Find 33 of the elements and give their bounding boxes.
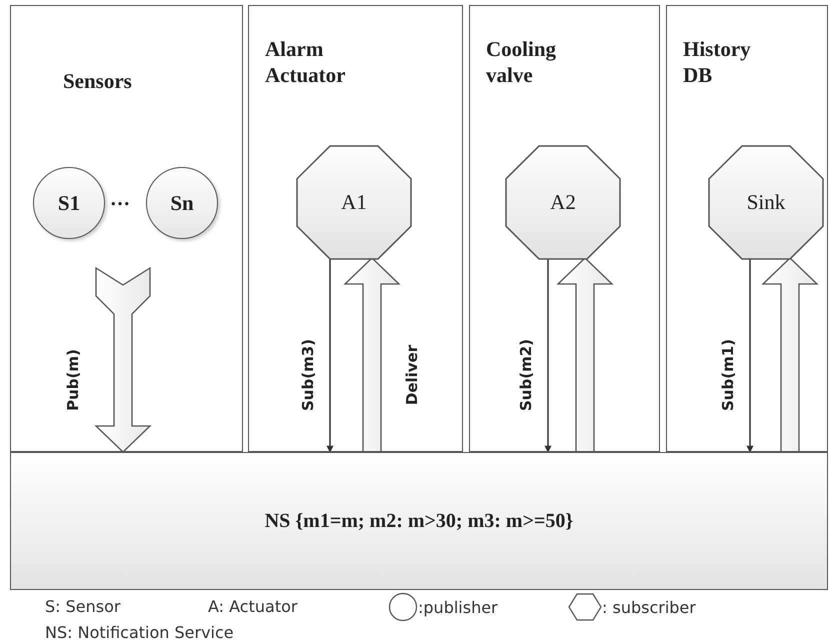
subscriber-octagon xyxy=(709,146,823,259)
service-label: NS {m1=m; m2: m>30; m3: m>=50} xyxy=(264,510,574,532)
column-panel xyxy=(469,5,660,452)
arrow xyxy=(746,258,754,453)
node-label: Sink xyxy=(746,190,786,215)
edge-label: Sub(m3) xyxy=(299,337,317,413)
arrow xyxy=(544,258,552,453)
block-arrow xyxy=(94,266,152,453)
node-label: Sn xyxy=(170,190,194,216)
node-label: A2 xyxy=(550,190,576,215)
column-panel xyxy=(666,5,828,452)
legend-label: : subscriber xyxy=(602,598,696,616)
key-note: S: Sensor xyxy=(45,597,120,616)
edge-label: Sub(m1) xyxy=(719,337,737,413)
column-heading: Alarm Actuator xyxy=(265,36,346,88)
arrow xyxy=(326,258,334,453)
column-heading: Cooling valve xyxy=(486,36,558,88)
key-note: A: Actuator xyxy=(208,597,298,616)
service-band xyxy=(10,452,828,590)
node-label: A1 xyxy=(341,190,367,215)
block-arrow xyxy=(761,257,819,453)
key-note: NS: Notification Service xyxy=(45,623,234,642)
edge-label: Sub(m2) xyxy=(517,337,535,413)
column-heading: Sensors xyxy=(63,68,133,94)
column-panel xyxy=(248,5,463,452)
subscriber-octagon xyxy=(297,146,411,259)
ellipsis: … xyxy=(110,188,130,211)
legend-label: :publisher xyxy=(418,598,498,616)
node-label: S1 xyxy=(58,190,80,216)
column-heading: History DB xyxy=(683,36,752,88)
block-arrow xyxy=(343,257,401,453)
block-arrow xyxy=(556,257,614,453)
subscriber-octagon xyxy=(506,146,620,259)
